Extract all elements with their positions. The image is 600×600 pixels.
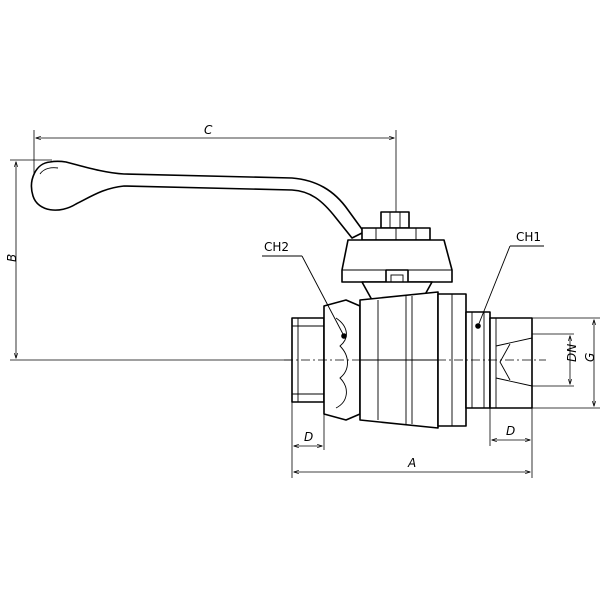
label-b: B: [5, 254, 19, 262]
leader-ch2: [262, 255, 347, 339]
dimension-dn-g: [532, 317, 600, 409]
right-threaded-end: [489, 317, 533, 409]
label-c: C: [204, 123, 213, 137]
label-d-left: D: [304, 430, 313, 444]
label-dn: DN: [565, 344, 579, 362]
stem-nut: [361, 211, 431, 241]
dimension-b: [10, 159, 300, 361]
dimension-c: [33, 130, 397, 215]
leader-ch1: [475, 245, 544, 329]
label-g: G: [583, 353, 597, 362]
valve-handle: [30, 160, 365, 239]
dimension-d-left: [291, 402, 325, 478]
stem-housing: [341, 239, 453, 301]
label-d-right: D: [506, 424, 515, 438]
dimension-d-right: [489, 408, 533, 478]
label-a: A: [407, 456, 416, 470]
label-ch1: CH1: [516, 230, 541, 244]
label-ch2: CH2: [264, 240, 289, 254]
